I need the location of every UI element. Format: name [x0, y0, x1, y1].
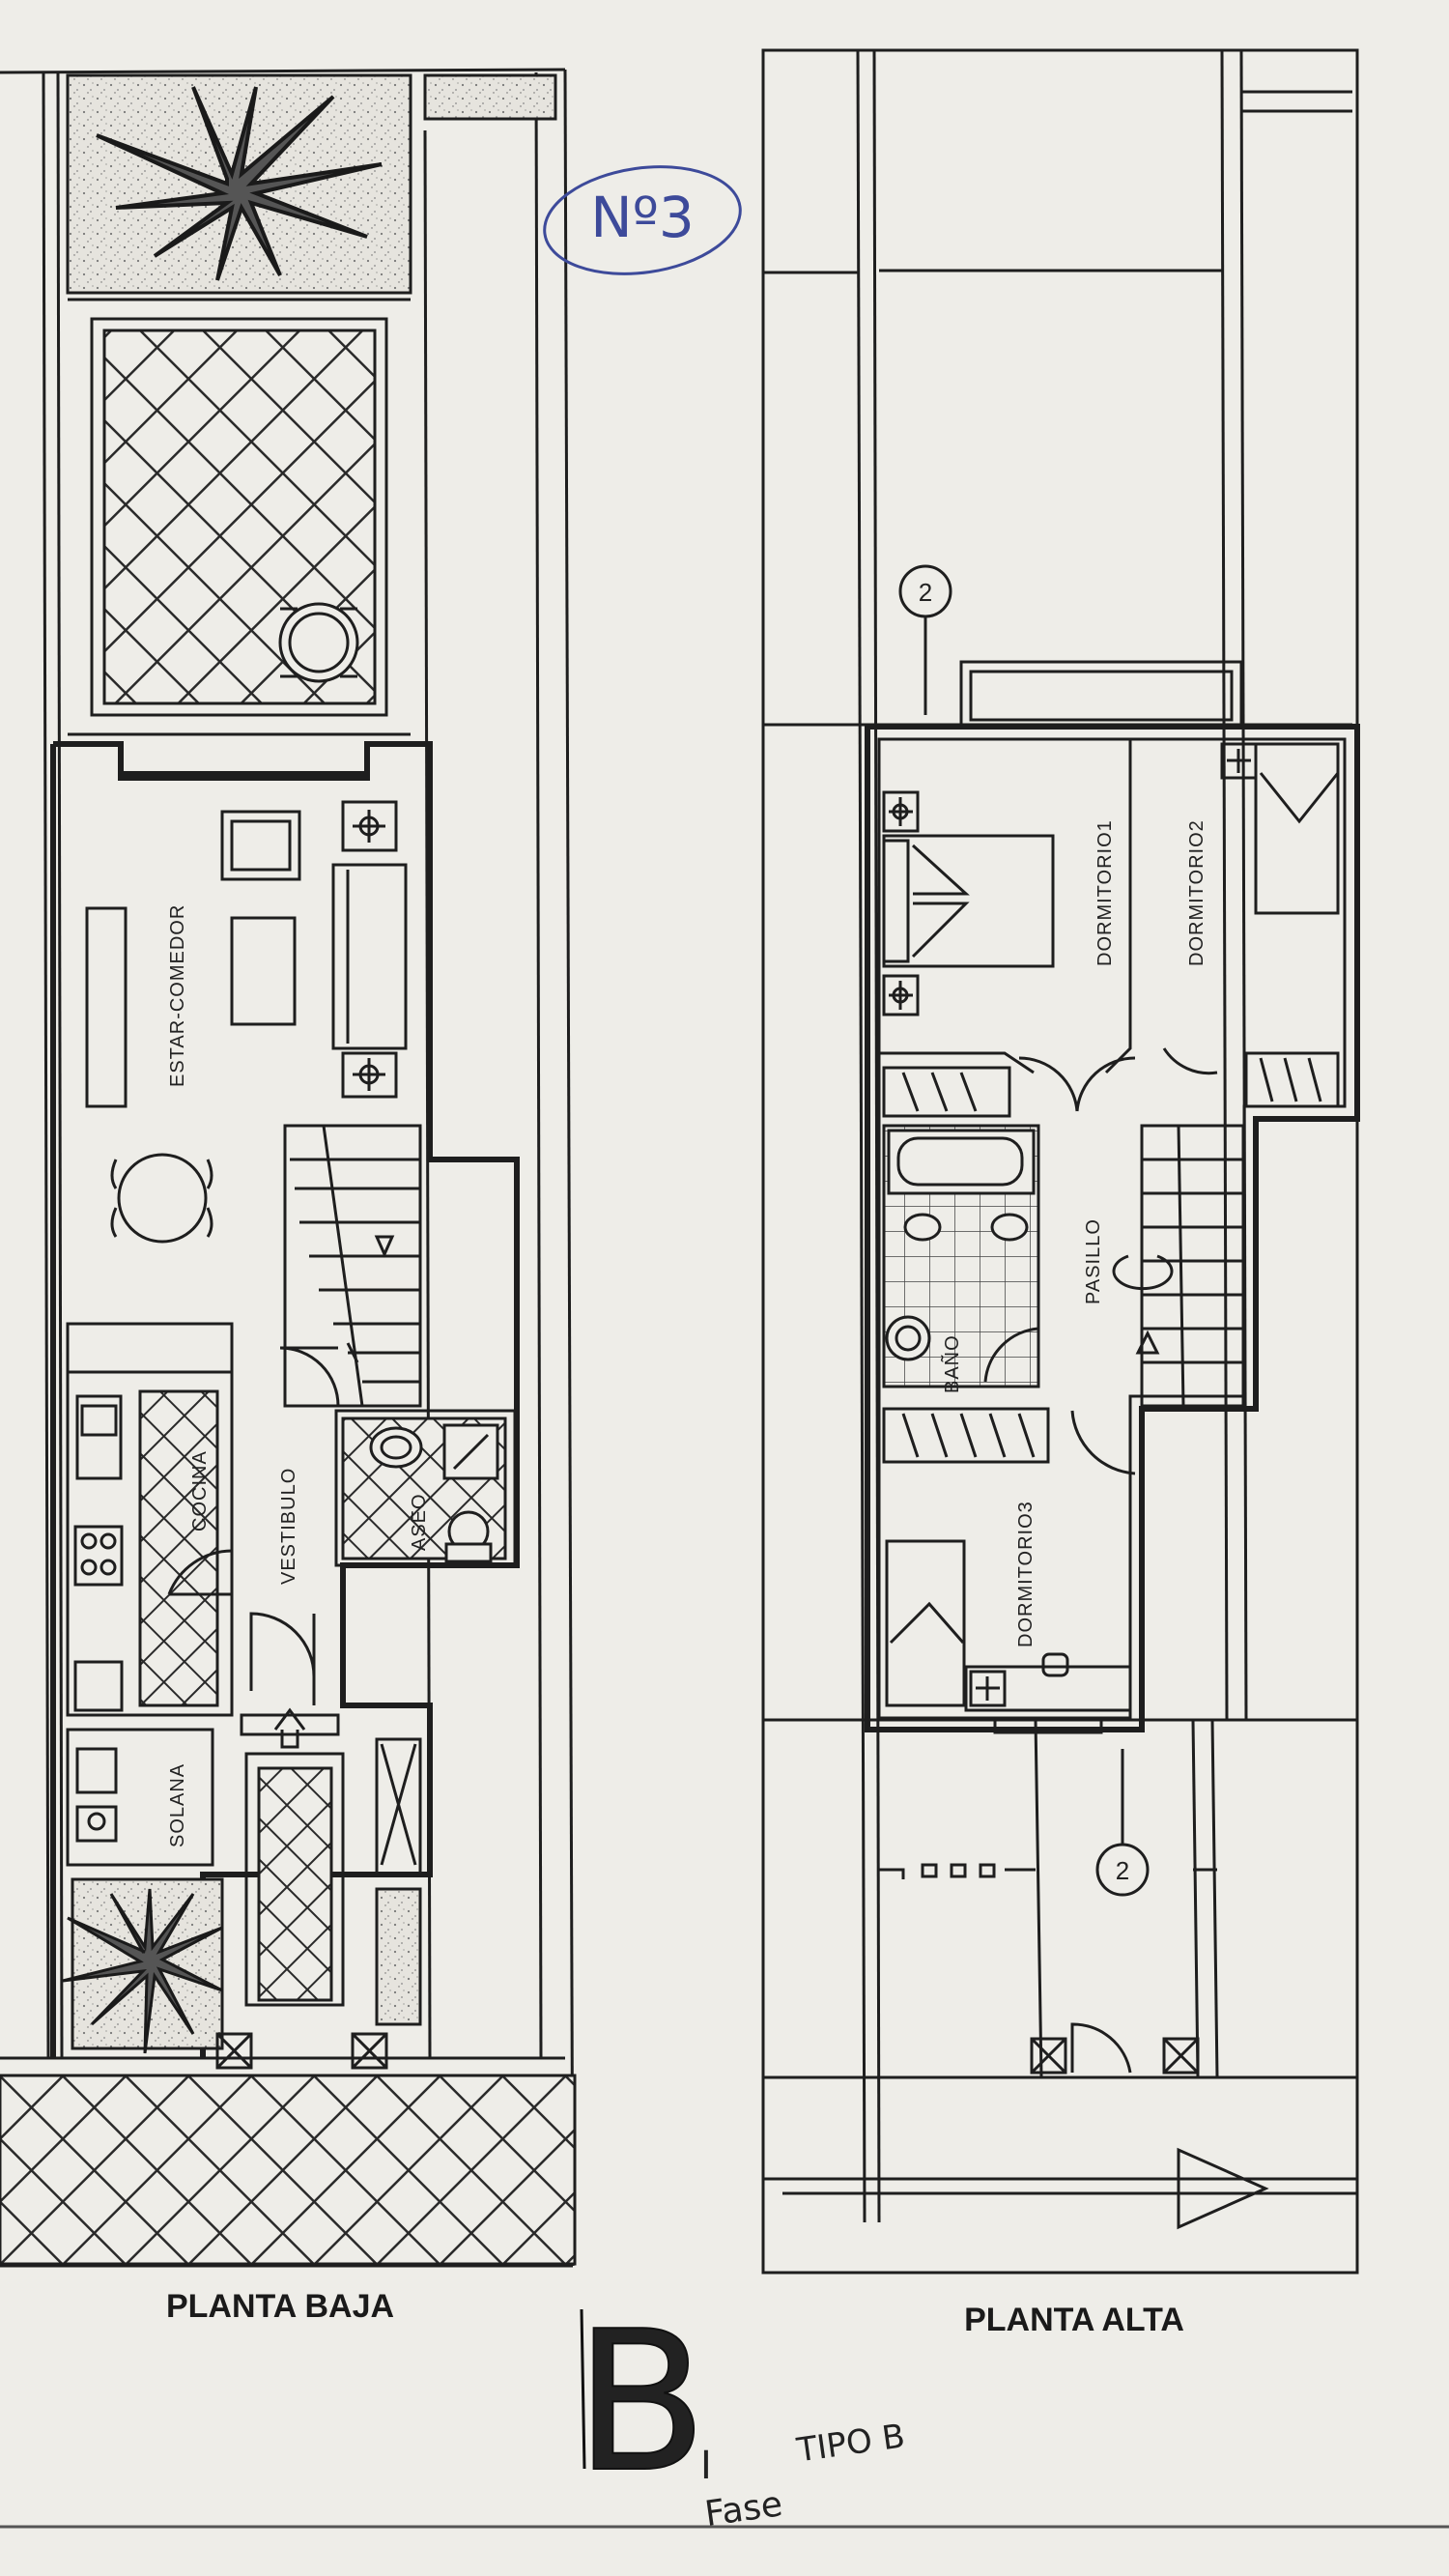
handwritten-unit-number: Nº3	[543, 165, 742, 275]
room-label-pasillo: PASILLO	[1083, 1218, 1104, 1304]
handwritten-phase-roman: I	[700, 2444, 712, 2488]
room-label-dormitorio1: DORMITORIO1	[1094, 819, 1116, 966]
upper-floor-title: PLANTA ALTA	[964, 2302, 1184, 2338]
room-label-dormitorio3: DORMITORIO3	[1015, 1501, 1037, 1647]
unit-number-text: Nº3	[590, 185, 695, 250]
section-marker-label: 2	[1116, 1856, 1129, 1885]
palm-plant-icon	[62, 1888, 223, 2054]
room-label-dormitorio2: DORMITORIO2	[1186, 819, 1208, 966]
room-label-aseo: ASEO	[409, 1493, 430, 1551]
section-marker: 2	[898, 564, 952, 715]
room-label-bano: BAÑO	[940, 1334, 963, 1393]
ground-floor-plan	[0, 68, 577, 2268]
room-label-solana: SOLANA	[167, 1763, 188, 1847]
ground-floor-title: PLANTA BAJA	[166, 2288, 394, 2325]
section-marker: 2	[1095, 1749, 1150, 1897]
upper-floor-plan	[761, 48, 1360, 2275]
handwritten-type-note: TIPO B	[794, 2417, 908, 2470]
room-label-estar-comedor: ESTAR-COMEDOR	[167, 904, 188, 1087]
palm-plant-icon	[96, 86, 383, 281]
section-marker-label: 2	[919, 578, 932, 607]
handwritten-type-letter: B	[575, 2290, 707, 2515]
handwritten-stroke	[580, 2308, 586, 2470]
room-label-vestibulo: VESTIBULO	[278, 1468, 299, 1585]
room-label-cocina: COCINA	[189, 1450, 211, 1531]
